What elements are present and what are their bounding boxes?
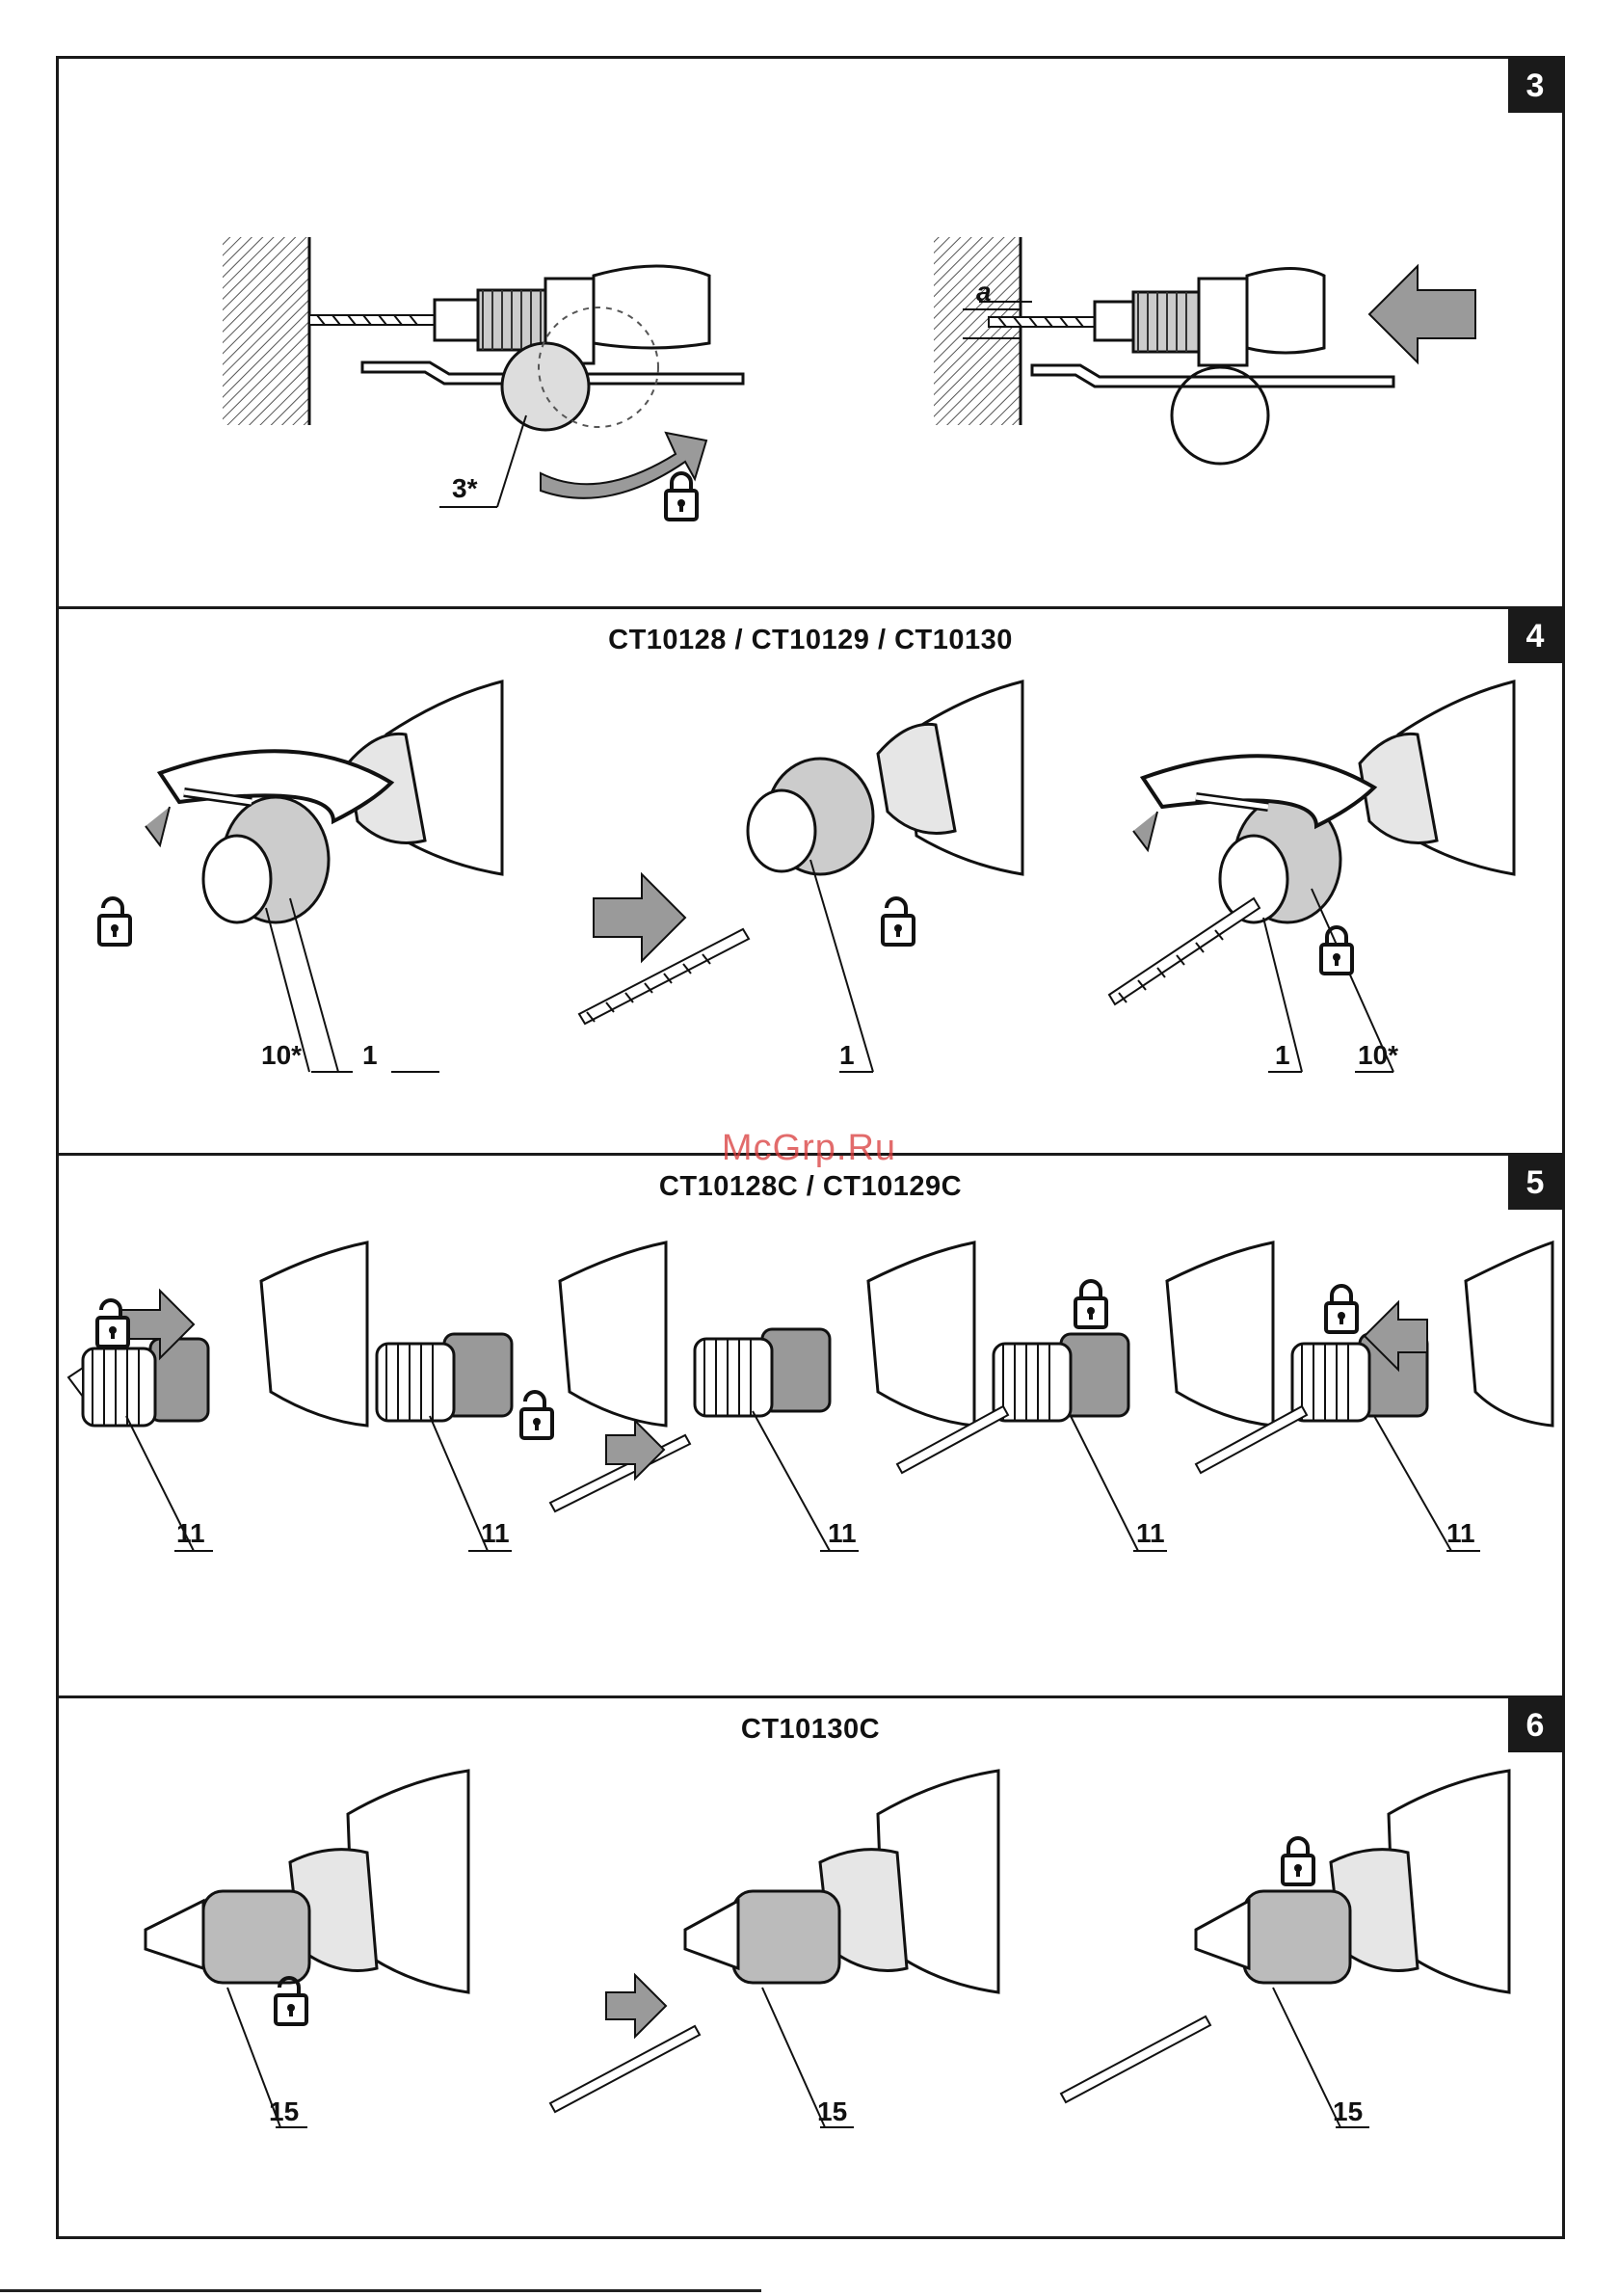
insert-arrow-icon [594,874,685,961]
section-4: 4 CT10128 / CT10129 / CT10130 [59,606,1562,1153]
callout-11: 11 [176,1518,205,1549]
callout-1: 1 [839,1040,855,1071]
rotate-arrow-icon [541,433,706,498]
callout-15: 15 [1333,2096,1363,2127]
callout-10star: 10* [1358,1040,1398,1071]
callout-15: 15 [817,2096,847,2127]
callout-11: 11 [1136,1518,1165,1549]
lock-closed-icon [666,473,697,520]
callout-11: 11 [828,1518,857,1549]
depth-label-a: a [976,277,992,307]
callout-3star: 3* [452,473,477,504]
lock-open-icon [99,898,130,945]
callout-1: 1 [362,1040,378,1071]
push-arrow-icon [1369,266,1475,362]
callout-1: 1 [1275,1040,1290,1071]
callout-15: 15 [269,2096,299,2127]
callout-10star: 10* [261,1040,302,1071]
section-6: 6 CT10130C [59,1695,1562,2236]
drill-chuck-icon [435,266,709,363]
wall-drilling-illustration [59,59,1562,606]
callout-11: 11 [1446,1518,1475,1549]
single-sleeve-chuck-illustration [59,1698,1562,2239]
section-5: 5 CT10128C / CT10129C [59,1153,1562,1695]
footer-rule [0,2289,761,2292]
keyless-chuck-illustration [59,1156,1562,1698]
keyed-chuck-illustration [59,609,1562,1156]
wall-hatch [223,237,309,425]
callout-11: 11 [481,1518,510,1549]
section-3: 3 [59,59,1562,606]
watermark: McGrp.Ru [0,1128,1618,1169]
drill-bit-icon [309,315,435,325]
